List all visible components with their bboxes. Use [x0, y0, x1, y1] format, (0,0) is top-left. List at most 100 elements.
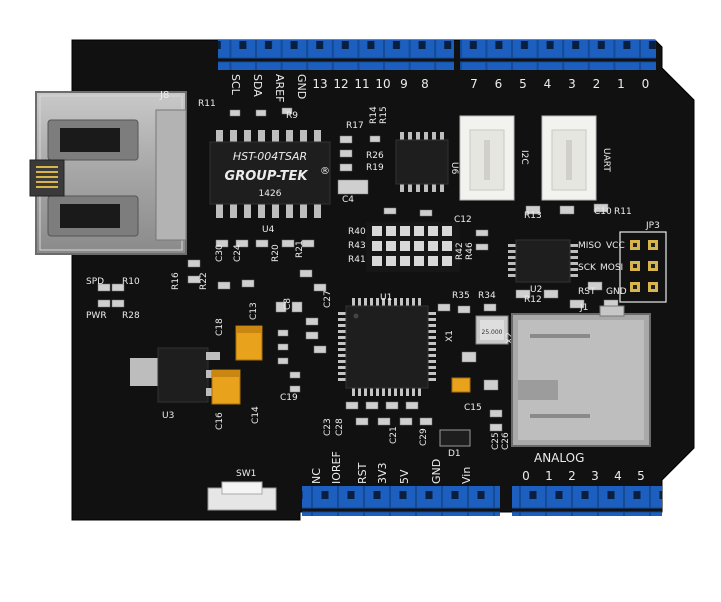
ref-r19: R19 [366, 163, 384, 173]
smd-part [111, 299, 125, 308]
label-x2: X2 [505, 332, 515, 344]
power-pin-3v3: 3V3 [376, 462, 389, 484]
ref-c4: C4 [342, 195, 354, 205]
digital-pin-10: 10 [375, 77, 390, 91]
smd-part [369, 135, 381, 143]
smd-part [255, 239, 269, 248]
tantalum-capacitors [211, 325, 471, 405]
top-label-sda: SDA [251, 74, 264, 97]
label-pwr: PWR [86, 311, 107, 321]
analog-pin-0: 0 [522, 469, 530, 483]
smd-part [305, 317, 319, 326]
smd-part [289, 385, 301, 393]
smd-part [281, 107, 293, 115]
digital-pin-1: 1 [617, 77, 625, 91]
analog-title: ANALOG [534, 451, 584, 465]
top-label-aref: AREF [273, 74, 286, 102]
digital-pin-7: 7 [470, 77, 478, 91]
jp3-label-mosi: MOSI [600, 263, 623, 273]
ref-c8: C8 [283, 298, 293, 310]
smd-part [277, 329, 289, 337]
smd-part [281, 239, 295, 248]
smd-part [377, 417, 391, 426]
ref-r20: R20 [271, 244, 281, 262]
smd-part [399, 417, 413, 426]
smd-part [483, 379, 499, 391]
analog-pin-3: 3 [591, 469, 599, 483]
ref-r28: R28 [122, 311, 140, 321]
smd-part [559, 205, 575, 215]
ref-c27: C27 [323, 290, 333, 308]
label-spd: SPD [86, 277, 104, 287]
smd-part [339, 135, 353, 144]
ref-r40: R40 [348, 227, 366, 237]
smd-part [365, 401, 379, 410]
power-pin-ioref: IOREF [330, 451, 343, 484]
smd-part [255, 109, 267, 117]
smd-part [337, 179, 369, 195]
smd-part [305, 331, 319, 340]
label-u2: U2 [530, 285, 542, 295]
smd-part [587, 281, 603, 291]
smd-part [277, 343, 289, 351]
transformer-part: HST-004TSAR [233, 150, 307, 163]
reset-switch [207, 481, 277, 511]
smd-part [457, 305, 471, 314]
label-i2c: I2C [519, 150, 529, 165]
magnetics-transformer [209, 130, 331, 218]
digital-pin-8: 8 [421, 77, 429, 91]
label-j1: J1 [579, 303, 588, 313]
microsd-slot [511, 305, 651, 447]
ref-c15: C15 [464, 403, 482, 413]
smd-part [339, 149, 353, 158]
smd-part [313, 345, 327, 354]
label-u1: U1 [380, 293, 392, 303]
smd-part [405, 401, 419, 410]
label-uart: UART [601, 148, 611, 172]
analog-pin-4: 4 [614, 469, 622, 483]
ref-r46: R46 [465, 242, 475, 260]
diode-d1 [439, 429, 471, 447]
ref-r41: R41 [348, 255, 366, 265]
smd-part [419, 209, 433, 217]
analog-pin-2: 2 [568, 469, 576, 483]
digital-pin-9: 9 [400, 77, 408, 91]
smd-part [277, 357, 289, 365]
ref-c28: C28 [335, 418, 345, 436]
label-u4: U4 [262, 225, 275, 235]
ref-c16: C16 [215, 412, 225, 430]
ref-c18: C18 [215, 318, 225, 336]
power-pin-gnd: GND [430, 459, 443, 484]
power-pin-vin: Vin [460, 467, 473, 484]
jp3-label-rst: RST [578, 287, 596, 297]
digital-pin-4: 4 [544, 77, 552, 91]
ref-c12: C12 [454, 215, 472, 225]
ref-r14: R14 [369, 106, 379, 124]
ref-c30: C30 [215, 244, 225, 262]
label-u3: U3 [162, 411, 174, 421]
ref-r12: R12 [524, 295, 542, 305]
smd-part [275, 301, 287, 313]
digital-pin-12: 12 [333, 77, 348, 91]
digital-pin-13: 13 [312, 77, 327, 91]
ref-c29: C29 [419, 428, 429, 446]
smd-part [97, 283, 111, 292]
top-label-gnd: GND [295, 74, 308, 99]
registered-mark-icon: ® [320, 166, 330, 177]
jp3-label-miso: MISO [578, 241, 601, 251]
transformer-code: 1426 [259, 189, 282, 199]
top-header-right [460, 40, 656, 70]
smd-part [593, 203, 609, 213]
smd-part [419, 417, 433, 426]
smd-part [215, 239, 229, 248]
smd-part [461, 351, 477, 363]
resistor-arrays [366, 222, 460, 272]
smd-part [475, 229, 489, 237]
ref-r43: R43 [348, 241, 366, 251]
connector-i2c [459, 115, 515, 201]
ref-c14: C14 [251, 406, 261, 424]
